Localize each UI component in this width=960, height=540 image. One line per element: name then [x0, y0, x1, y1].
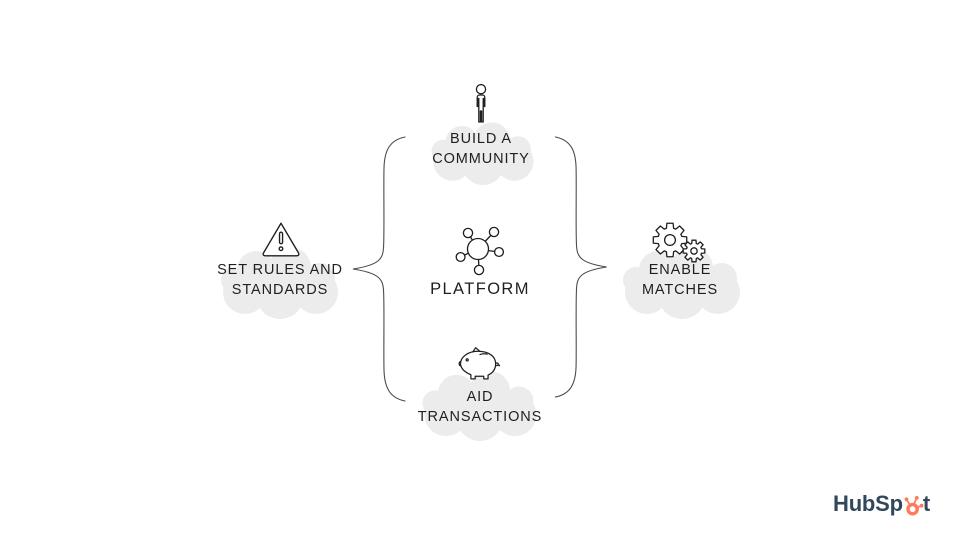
label-build-community-line1: BUILD A [450, 131, 512, 147]
label-enable-matches-line1: ENABLE [648, 262, 712, 278]
label-set-rules: SET RULES AND STANDARDS [205, 260, 355, 300]
label-aid-transactions-line1: AID [466, 389, 494, 405]
hubspot-logo-text-right: t [922, 491, 931, 516]
hubspot-logo: HubSp t [833, 490, 930, 518]
label-set-rules-line1: SET RULES AND [217, 262, 343, 278]
hubspot-sprocket-icon [904, 496, 924, 516]
label-build-community-line2: COMMUNITY [432, 151, 530, 167]
person-icon [471, 84, 491, 124]
warning-triangle-icon [260, 220, 302, 258]
label-aid-transactions-line2: TRANSACTIONS [417, 409, 543, 425]
label-enable-matches-line2: MATCHES [641, 282, 719, 298]
right-curly-brace [554, 136, 607, 398]
network-hub-icon [455, 221, 507, 278]
label-build-community: BUILD A COMMUNITY [420, 129, 542, 169]
label-aid-transactions: AID TRANSACTIONS [415, 387, 545, 427]
label-set-rules-line2: STANDARDS [231, 282, 329, 298]
hubspot-logo-text-left: HubSp [833, 491, 903, 516]
label-platform: PLATFORM [430, 280, 530, 298]
piggy-bank-icon [455, 346, 503, 386]
label-enable-matches: ENABLE MATCHES [618, 260, 742, 300]
left-curly-brace [352, 136, 406, 402]
gears-icon [651, 218, 707, 264]
